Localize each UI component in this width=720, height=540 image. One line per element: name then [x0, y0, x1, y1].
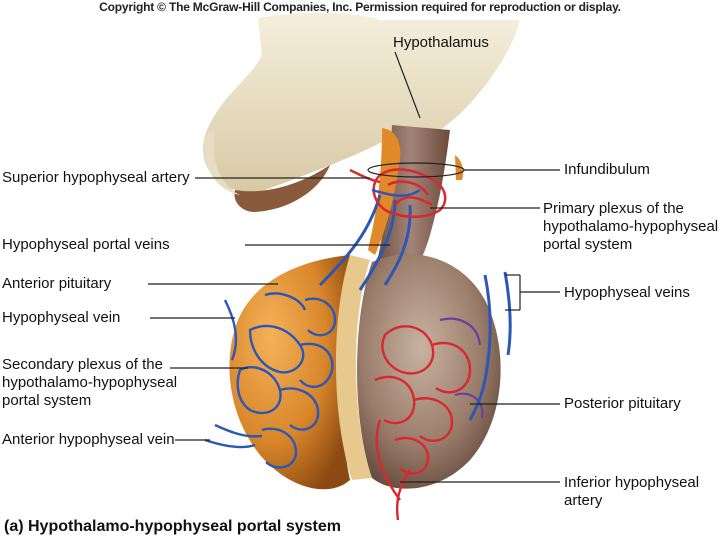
label-anterior-pituitary: Anterior pituitary — [2, 275, 112, 292]
label-hypothalamus: Hypothalamus — [393, 34, 489, 51]
label-secondary-plexus-line1: Secondary plexus of the — [2, 356, 163, 373]
leader-lines — [148, 51, 560, 483]
label-inferior-artery: Inferior hypophyseal artery — [564, 474, 699, 510]
posterior-plexus — [374, 325, 472, 521]
label-posterior-pituitary: Posterior pituitary — [564, 395, 681, 412]
label-infundibulum: Infundibulum — [564, 161, 650, 178]
label-inferior-artery-line2: artery — [564, 492, 603, 509]
label-secondary-plexus: Secondary plexus of the hypothalamo-hypo… — [2, 356, 177, 410]
label-secondary-plexus-line2: hypothalamo-hypophyseal — [2, 374, 178, 391]
label-hypophyseal-veins: Hypophyseal veins — [564, 284, 690, 301]
label-superior-artery: Superior hypophyseal artery — [2, 169, 190, 186]
label-anterior-vein: Anterior hypophyseal vein — [2, 431, 175, 448]
label-inferior-artery-line1: Inferior hypophyseal — [564, 474, 700, 491]
figure-caption: (a) Hypothalamo-hypophyseal portal syste… — [4, 518, 341, 535]
label-primary-plexus-line1: Primary plexus of the — [543, 200, 684, 217]
label-hypophyseal-vein: Hypophyseal vein — [2, 309, 121, 326]
secondary-plexus — [204, 292, 337, 469]
label-secondary-plexus-line3: portal system — [2, 392, 92, 409]
copyright-notice: Copyright © The McGraw-Hill Companies, I… — [99, 0, 621, 14]
label-primary-plexus-line2: hypothalamo-hypophyseal — [543, 218, 719, 235]
pars-intermedia — [335, 255, 372, 480]
posterior-lobe — [357, 254, 501, 489]
primary-plexus — [349, 168, 447, 218]
hypothalamus-tissue — [203, 12, 521, 212]
posterior-plexus-veins — [439, 317, 484, 419]
label-primary-plexus-line3: portal system — [543, 236, 633, 253]
label-portal-veins: Hypophyseal portal veins — [2, 236, 170, 253]
label-primary-plexus: Primary plexus of the hypothalamo-hypoph… — [543, 200, 718, 254]
